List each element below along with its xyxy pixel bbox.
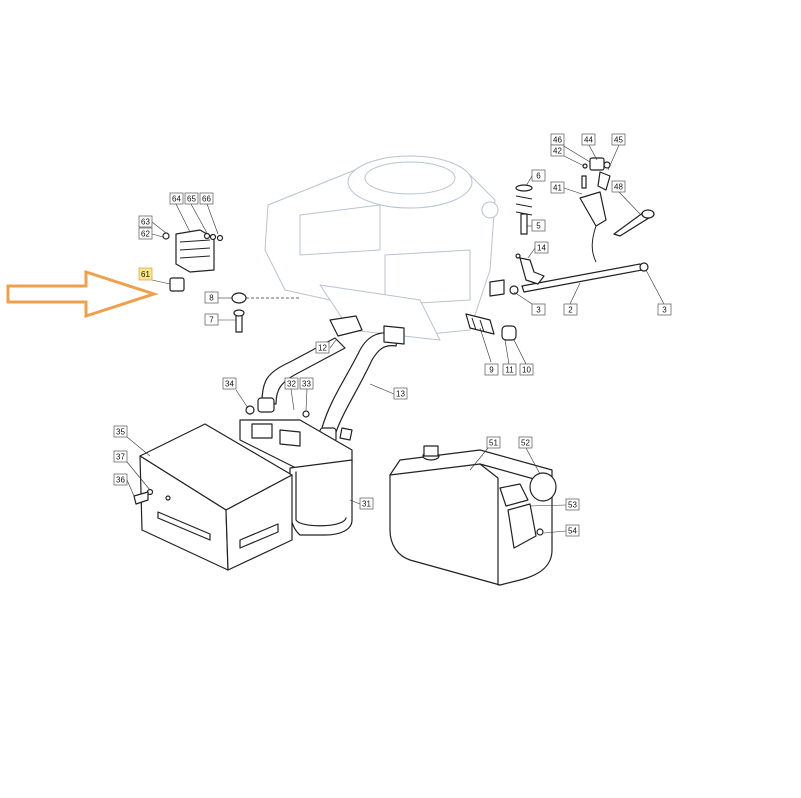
throttle-lever — [579, 157, 655, 263]
label-12: 12 — [318, 344, 327, 353]
label-64: 64 — [172, 195, 181, 204]
label-46: 46 — [553, 136, 562, 145]
fuel-line — [489, 262, 649, 297]
label-41: 41 — [553, 184, 562, 193]
label-62: 62 — [141, 230, 150, 239]
label-7: 7 — [209, 316, 214, 325]
engine-outline — [264, 155, 499, 341]
label-66: 66 — [202, 195, 211, 204]
label-51: 51 — [489, 439, 498, 448]
label-37: 37 — [116, 453, 125, 462]
label-14: 14 — [537, 244, 546, 253]
label-11: 11 — [505, 366, 514, 375]
label-44: 44 — [584, 136, 593, 145]
label-8: 8 — [209, 294, 214, 303]
label-2: 2 — [568, 306, 573, 315]
label-31: 31 — [362, 500, 371, 509]
label-63: 63 — [141, 218, 150, 227]
label-52: 52 — [521, 439, 530, 448]
label-61: 61 — [141, 270, 150, 279]
spring-stud — [465, 184, 533, 341]
label-45: 45 — [614, 136, 623, 145]
part-labels: 46 44 45 42 41 48 6 5 14 3 2 3 — [113, 133, 672, 537]
label-5: 5 — [536, 222, 541, 231]
label-13: 13 — [396, 390, 405, 399]
label-54: 54 — [568, 527, 577, 536]
label-9: 9 — [489, 366, 494, 375]
label-53: 53 — [568, 501, 577, 510]
muffler-cover — [133, 423, 293, 571]
label-35: 35 — [116, 428, 125, 437]
exhaust-pipes — [257, 315, 405, 443]
label-3b: 3 — [662, 306, 667, 315]
label-36: 36 — [116, 476, 125, 485]
label-10: 10 — [522, 366, 531, 375]
label-33: 33 — [302, 380, 311, 389]
bolt-group-7-8 — [231, 292, 300, 333]
label-3a: 3 — [536, 306, 541, 315]
fuse-61-part — [169, 277, 185, 292]
label-42: 42 — [553, 147, 562, 156]
label-65: 65 — [187, 195, 196, 204]
cable-14 — [515, 253, 545, 285]
label-48: 48 — [614, 183, 623, 192]
label-32: 32 — [287, 380, 296, 389]
fuel-tank — [389, 445, 557, 586]
label-box-61-highlighted — [138, 267, 153, 281]
label-34: 34 — [225, 380, 234, 389]
pointer-arrow — [6, 269, 159, 319]
label-6: 6 — [536, 172, 541, 181]
fuse-block — [162, 229, 224, 292]
